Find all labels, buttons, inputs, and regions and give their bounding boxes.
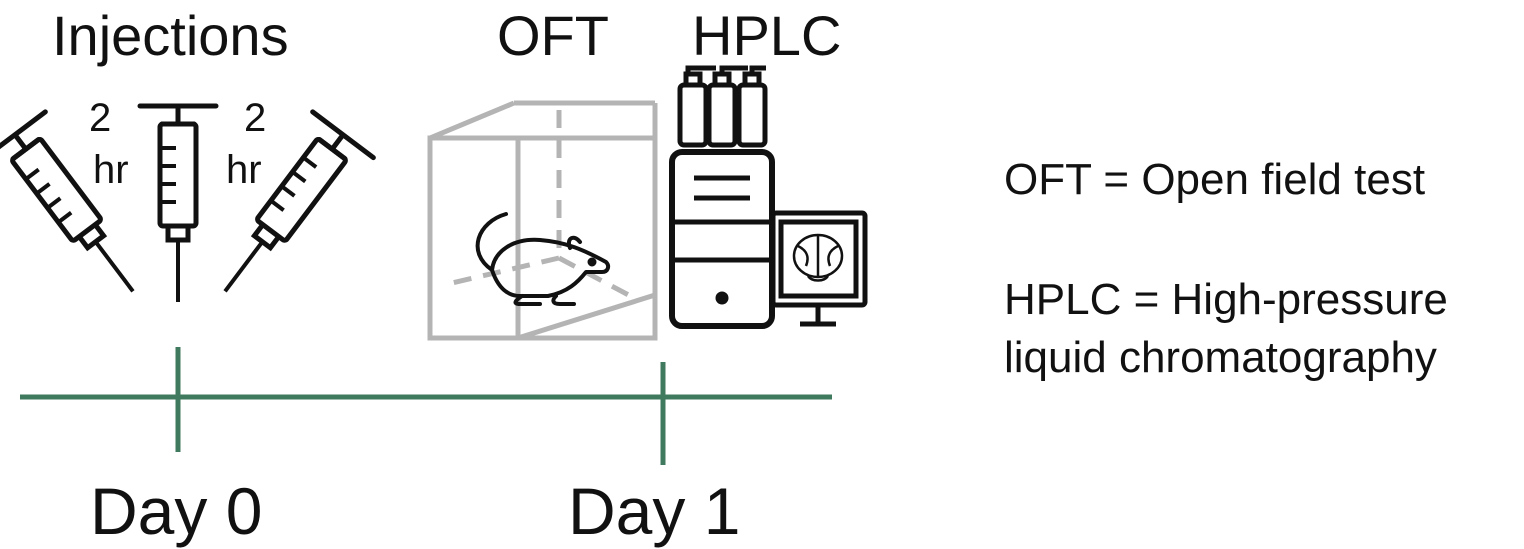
injections-label: Injections <box>52 4 289 67</box>
timeline-label-day1: Day 1 <box>568 474 741 548</box>
timeline-label-day0: Day 0 <box>90 474 263 548</box>
timeline-axis <box>20 347 832 465</box>
legend-hplc-line1: HPLC = High-pressure <box>1004 275 1448 324</box>
hplc-machine-icon <box>669 65 775 329</box>
interval-right-number: 2 <box>244 96 267 140</box>
syringe-icon-middle <box>140 106 216 302</box>
legend-hplc-line2: liquid chromatography <box>1004 333 1437 382</box>
brain-icon <box>792 233 844 282</box>
monitor-icon <box>770 210 868 327</box>
interval-left-unit: hr <box>93 148 129 192</box>
hplc-label: HPLC <box>692 4 842 67</box>
mouse-icon <box>475 212 611 306</box>
interval-left-number: 2 <box>89 96 112 140</box>
syringe-icon-left <box>0 112 163 314</box>
interval-right-unit: hr <box>226 148 262 192</box>
open-field-box-icon <box>427 100 658 341</box>
syringe-icon-right <box>195 112 374 314</box>
legend-oft: OFT = Open field test <box>1004 155 1426 204</box>
oft-label: OFT <box>497 4 609 67</box>
